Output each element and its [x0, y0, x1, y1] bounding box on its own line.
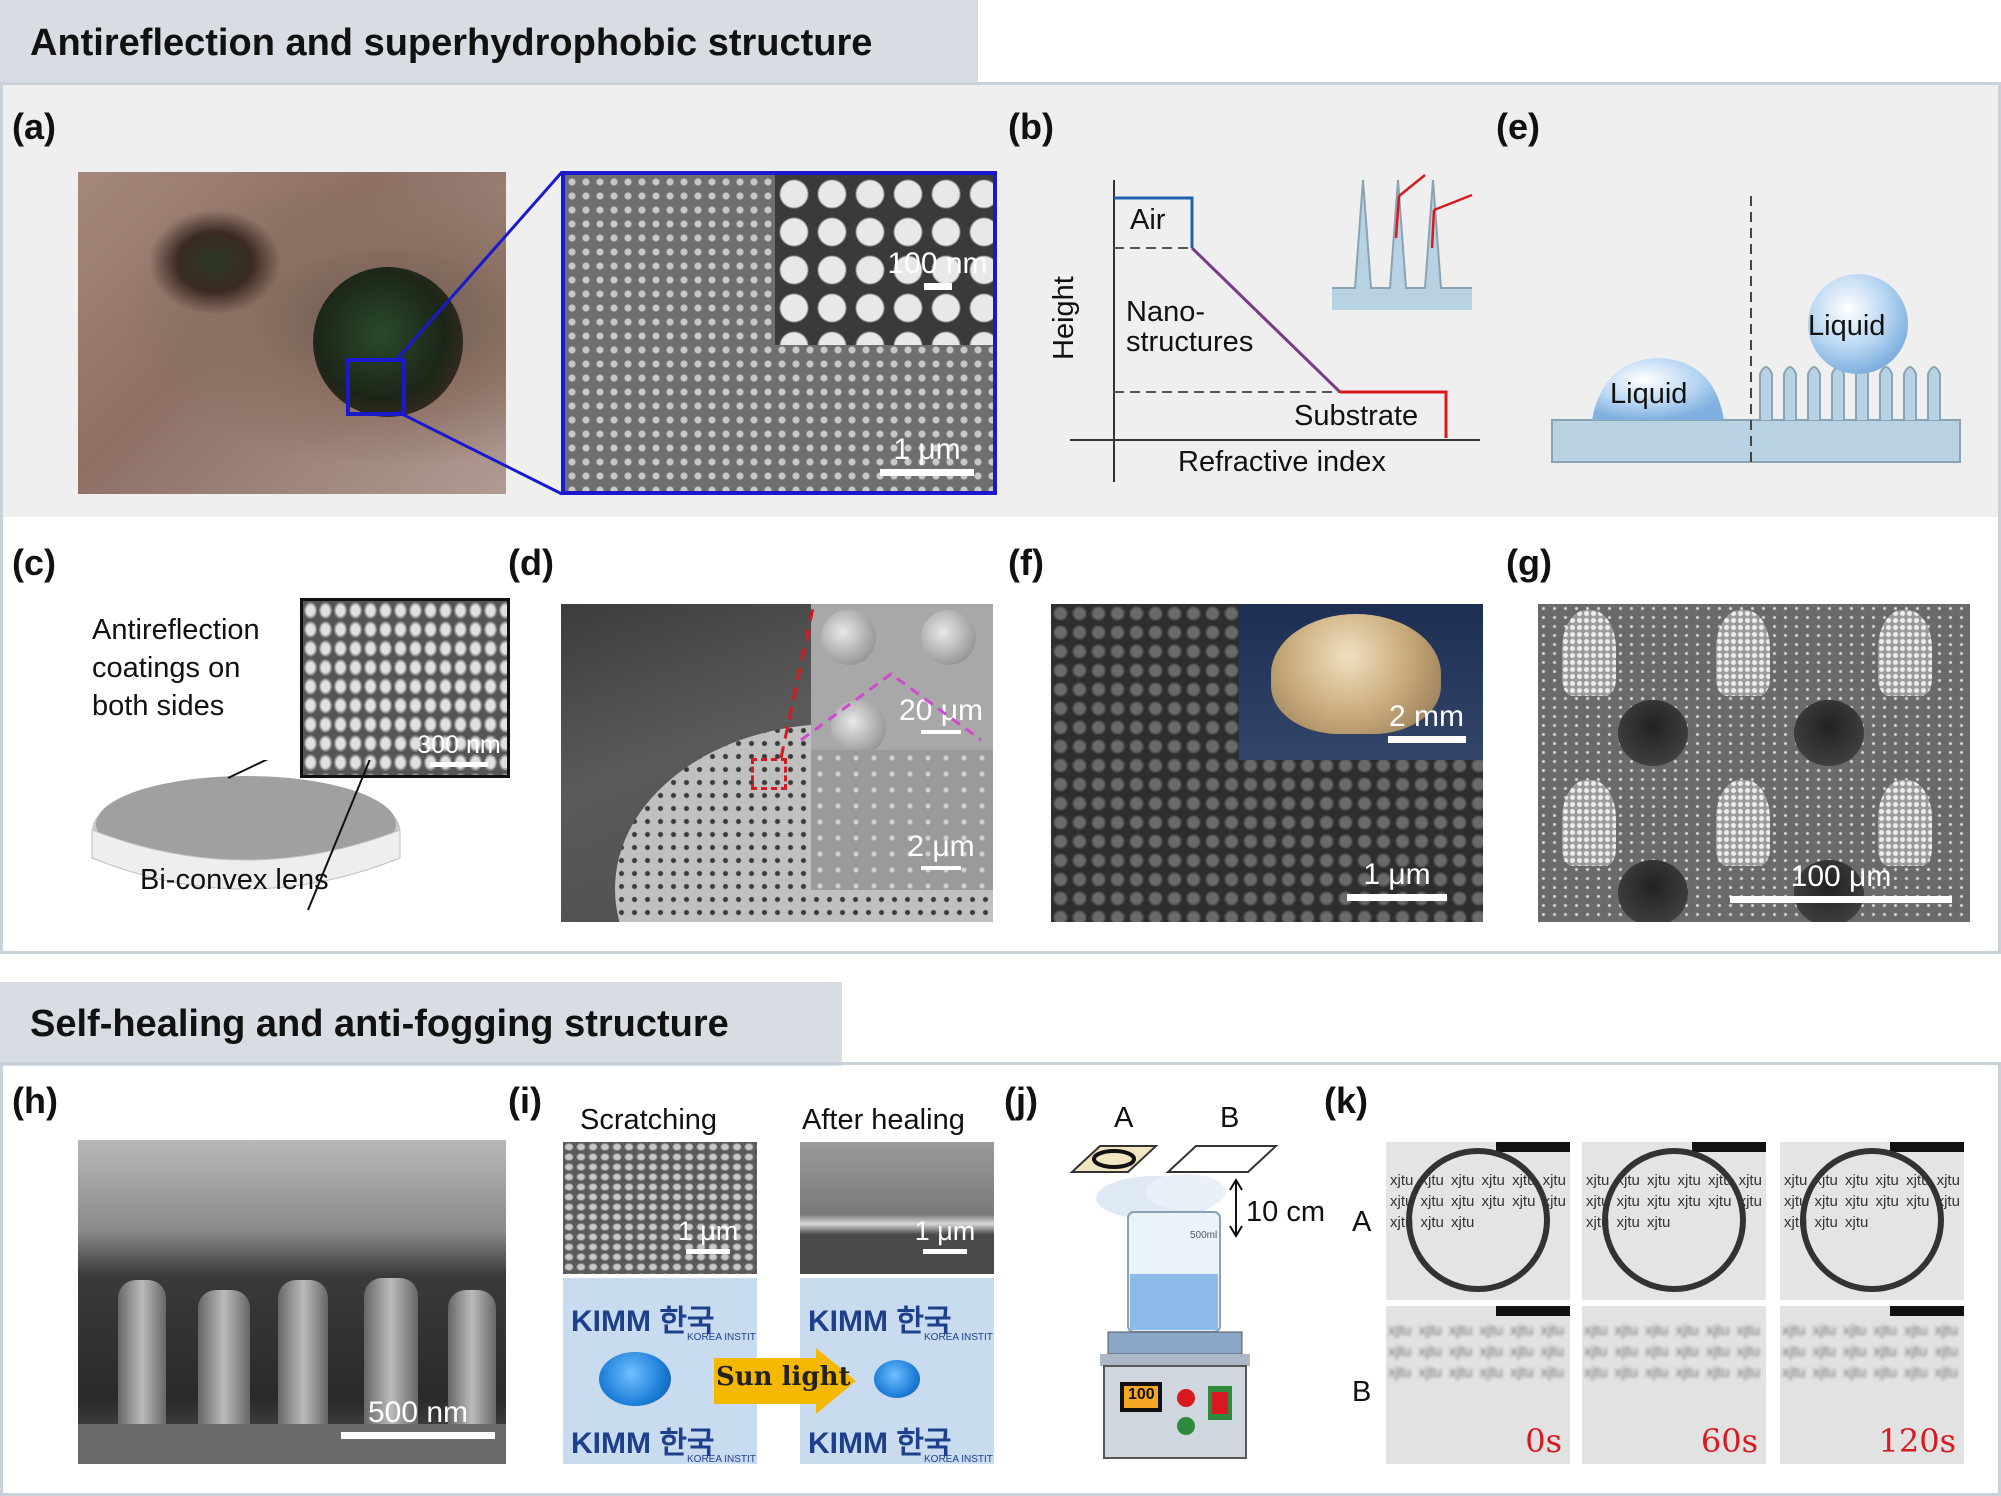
row-label-a: A	[1352, 1206, 1372, 1238]
label-biconvex-lens: Bi-convex lens	[140, 864, 329, 896]
panel-label-j: (j)	[1004, 1080, 1038, 1121]
axis-ylabel-height: Height	[1048, 276, 1080, 360]
scale-1um-i-left: 1 μm	[663, 1216, 753, 1254]
scale-1um-f: 1 μm	[1345, 858, 1449, 901]
scale-300nm: 300 nm	[409, 731, 507, 767]
refractive-index-diagram	[1070, 174, 1480, 482]
section-box-antireflection	[0, 82, 2001, 954]
scale-100nm: 100 nm	[885, 247, 990, 290]
label-nano: Nano-	[1126, 296, 1205, 328]
scale-1um-i-right: 1 μm	[900, 1216, 990, 1254]
label-substrate: Substrate	[1294, 400, 1419, 432]
scratched-drop	[599, 1352, 671, 1406]
wetting-diagram	[1551, 196, 1961, 463]
time-60s: 60s	[1700, 1422, 1758, 1460]
text-antireflection: Antireflection	[92, 614, 260, 646]
label-liquid-left: Liquid	[1610, 378, 1688, 410]
time-120s: 120s	[1878, 1422, 1957, 1460]
section-title-antireflection: Antireflection and superhydrophobic stru…	[0, 0, 978, 86]
panel-label-b: (b)	[1008, 106, 1054, 147]
sem-pillar-array: 100 μm	[1538, 604, 1970, 922]
row-label-b: B	[1352, 1376, 1372, 1408]
fog-photo-a-0s: xjtu xjtu xjtu xjtu xjtu xjtu xjtu xjtu …	[1386, 1142, 1570, 1300]
axis-xlabel-refractive-index: Refractive index	[1178, 446, 1386, 478]
sem-nanopillar-cross-section: 500 nm	[78, 1140, 506, 1464]
section-box-self-healing	[0, 1062, 2001, 1496]
korea-inst-text-bottom-right: KOREA INSTIT	[924, 1454, 993, 1464]
scale-2um: 2 μm	[891, 830, 991, 870]
xjtu-text-a-0s: xjtu xjtu xjtu xjtu xjtu xjtu xjtu xjtu …	[1390, 1172, 1566, 1231]
sem-scratched: 1 μm	[563, 1142, 757, 1274]
panel-label-e: (e)	[1496, 106, 1540, 147]
xjtu-text-b-60s: xjtu xjtu xjtu xjtu xjtu xjtu xjtu xjtu …	[1584, 1322, 1760, 1381]
fog-photo-b-0s: xjtu xjtu xjtu xjtu xjtu xjtu xjtu xjtu …	[1386, 1306, 1570, 1464]
panel-label-c: (c)	[12, 542, 56, 583]
fog-photo-b-60s: xjtu xjtu xjtu xjtu xjtu xjtu xjtu xjtu …	[1582, 1306, 1766, 1464]
zoom-box-red	[751, 758, 787, 790]
xjtu-text-a-120s: xjtu xjtu xjtu xjtu xjtu xjtu xjtu xjtu …	[1784, 1172, 1960, 1231]
label-air: Air	[1130, 204, 1166, 236]
panel-label-d: (d)	[508, 542, 554, 583]
sem-inset-2um: 2 μm	[811, 750, 993, 890]
sem-inset-20um: 20 μm	[811, 604, 993, 750]
fog-photo-b-120s: xjtu xjtu xjtu xjtu xjtu xjtu xjtu xjtu …	[1780, 1306, 1964, 1464]
fog-photo-a-60s: xjtu xjtu xjtu xjtu xjtu xjtu xjtu xjtu …	[1582, 1142, 1766, 1300]
label-after-healing: After healing	[802, 1104, 965, 1136]
label-sample-b: B	[1220, 1102, 1240, 1134]
panel-label-f: (f)	[1008, 542, 1044, 583]
sem-inset-300nm: 300 nm	[300, 598, 510, 778]
mosquito-photo	[78, 172, 506, 494]
panel-label-k: (k)	[1324, 1080, 1368, 1121]
artificial-compound-eye	[1271, 614, 1441, 734]
fog-test-setup	[1069, 1145, 1279, 1459]
mosquito-eye	[313, 267, 463, 417]
time-0s: 0s	[1525, 1422, 1562, 1460]
xjtu-text-a-60s: xjtu xjtu xjtu xjtu xjtu xjtu xjtu xjtu …	[1586, 1172, 1762, 1231]
kimm-logo-top-right: KIMM 한국	[808, 1305, 952, 1338]
kimm-logo-bottom-right: KIMM 한국	[808, 1427, 952, 1460]
panel-label-g: (g)	[1506, 542, 1552, 583]
scale-2mm: 2 mm	[1374, 700, 1479, 743]
sem-moth-eye-array: 2 mm 1 μm	[1051, 604, 1483, 922]
panel-label-h: (h)	[12, 1080, 58, 1121]
sem-healed: 1 μm	[800, 1142, 994, 1274]
healed-drop	[874, 1360, 920, 1398]
label-structures: structures	[1126, 326, 1254, 358]
sem-nanonipple: 100 nm 1 μm	[561, 171, 997, 495]
photo-lens-inset: 2 mm	[1239, 604, 1483, 760]
sun-light-arrow	[714, 1348, 856, 1414]
scale-500nm: 500 nm	[338, 1396, 498, 1439]
label-sun-light: Sun light	[716, 1362, 851, 1392]
sem-compound-eye: 20 μm 2 μm	[561, 604, 993, 922]
beaker-mark: 500ml	[1190, 1230, 1218, 1241]
xjtu-text-b-0s: xjtu xjtu xjtu xjtu xjtu xjtu xjtu xjtu …	[1388, 1322, 1564, 1381]
label-liquid-right: Liquid	[1808, 310, 1886, 342]
fog-photo-a-120s: xjtu xjtu xjtu xjtu xjtu xjtu xjtu xjtu …	[1780, 1142, 1964, 1300]
korea-inst-text-top-left: KOREA INSTIT	[687, 1332, 756, 1343]
text-both-sides: both sides	[92, 690, 225, 722]
panel-label-a: (a)	[12, 106, 56, 147]
kimm-logo-bottom-left: KIMM 한국	[571, 1427, 715, 1460]
hotplate-display-value: 100	[1128, 1386, 1155, 1403]
panel-label-i: (i)	[508, 1080, 542, 1121]
korea-inst-text-bottom-left: KOREA INSTIT	[687, 1454, 756, 1464]
label-10cm: 10 cm	[1246, 1196, 1325, 1228]
biconvex-lens	[91, 760, 401, 911]
text-coatings-on: coatings on	[92, 652, 241, 684]
scale-100um: 100 μm	[1728, 860, 1954, 903]
label-scratching: Scratching	[580, 1104, 718, 1136]
sem-inset-100nm: 100 nm	[775, 175, 993, 345]
label-sample-a: A	[1114, 1102, 1134, 1134]
section-title-self-healing: Self-healing and anti-fogging structure	[0, 982, 842, 1066]
xjtu-text-b-120s: xjtu xjtu xjtu xjtu xjtu xjtu xjtu xjtu …	[1782, 1322, 1958, 1381]
zoom-box	[346, 358, 406, 416]
kimm-logo-top-left: KIMM 한국	[571, 1305, 715, 1338]
scale-1um-a: 1 μm	[877, 433, 977, 476]
korea-inst-text-top-right: KOREA INSTIT	[924, 1332, 993, 1343]
